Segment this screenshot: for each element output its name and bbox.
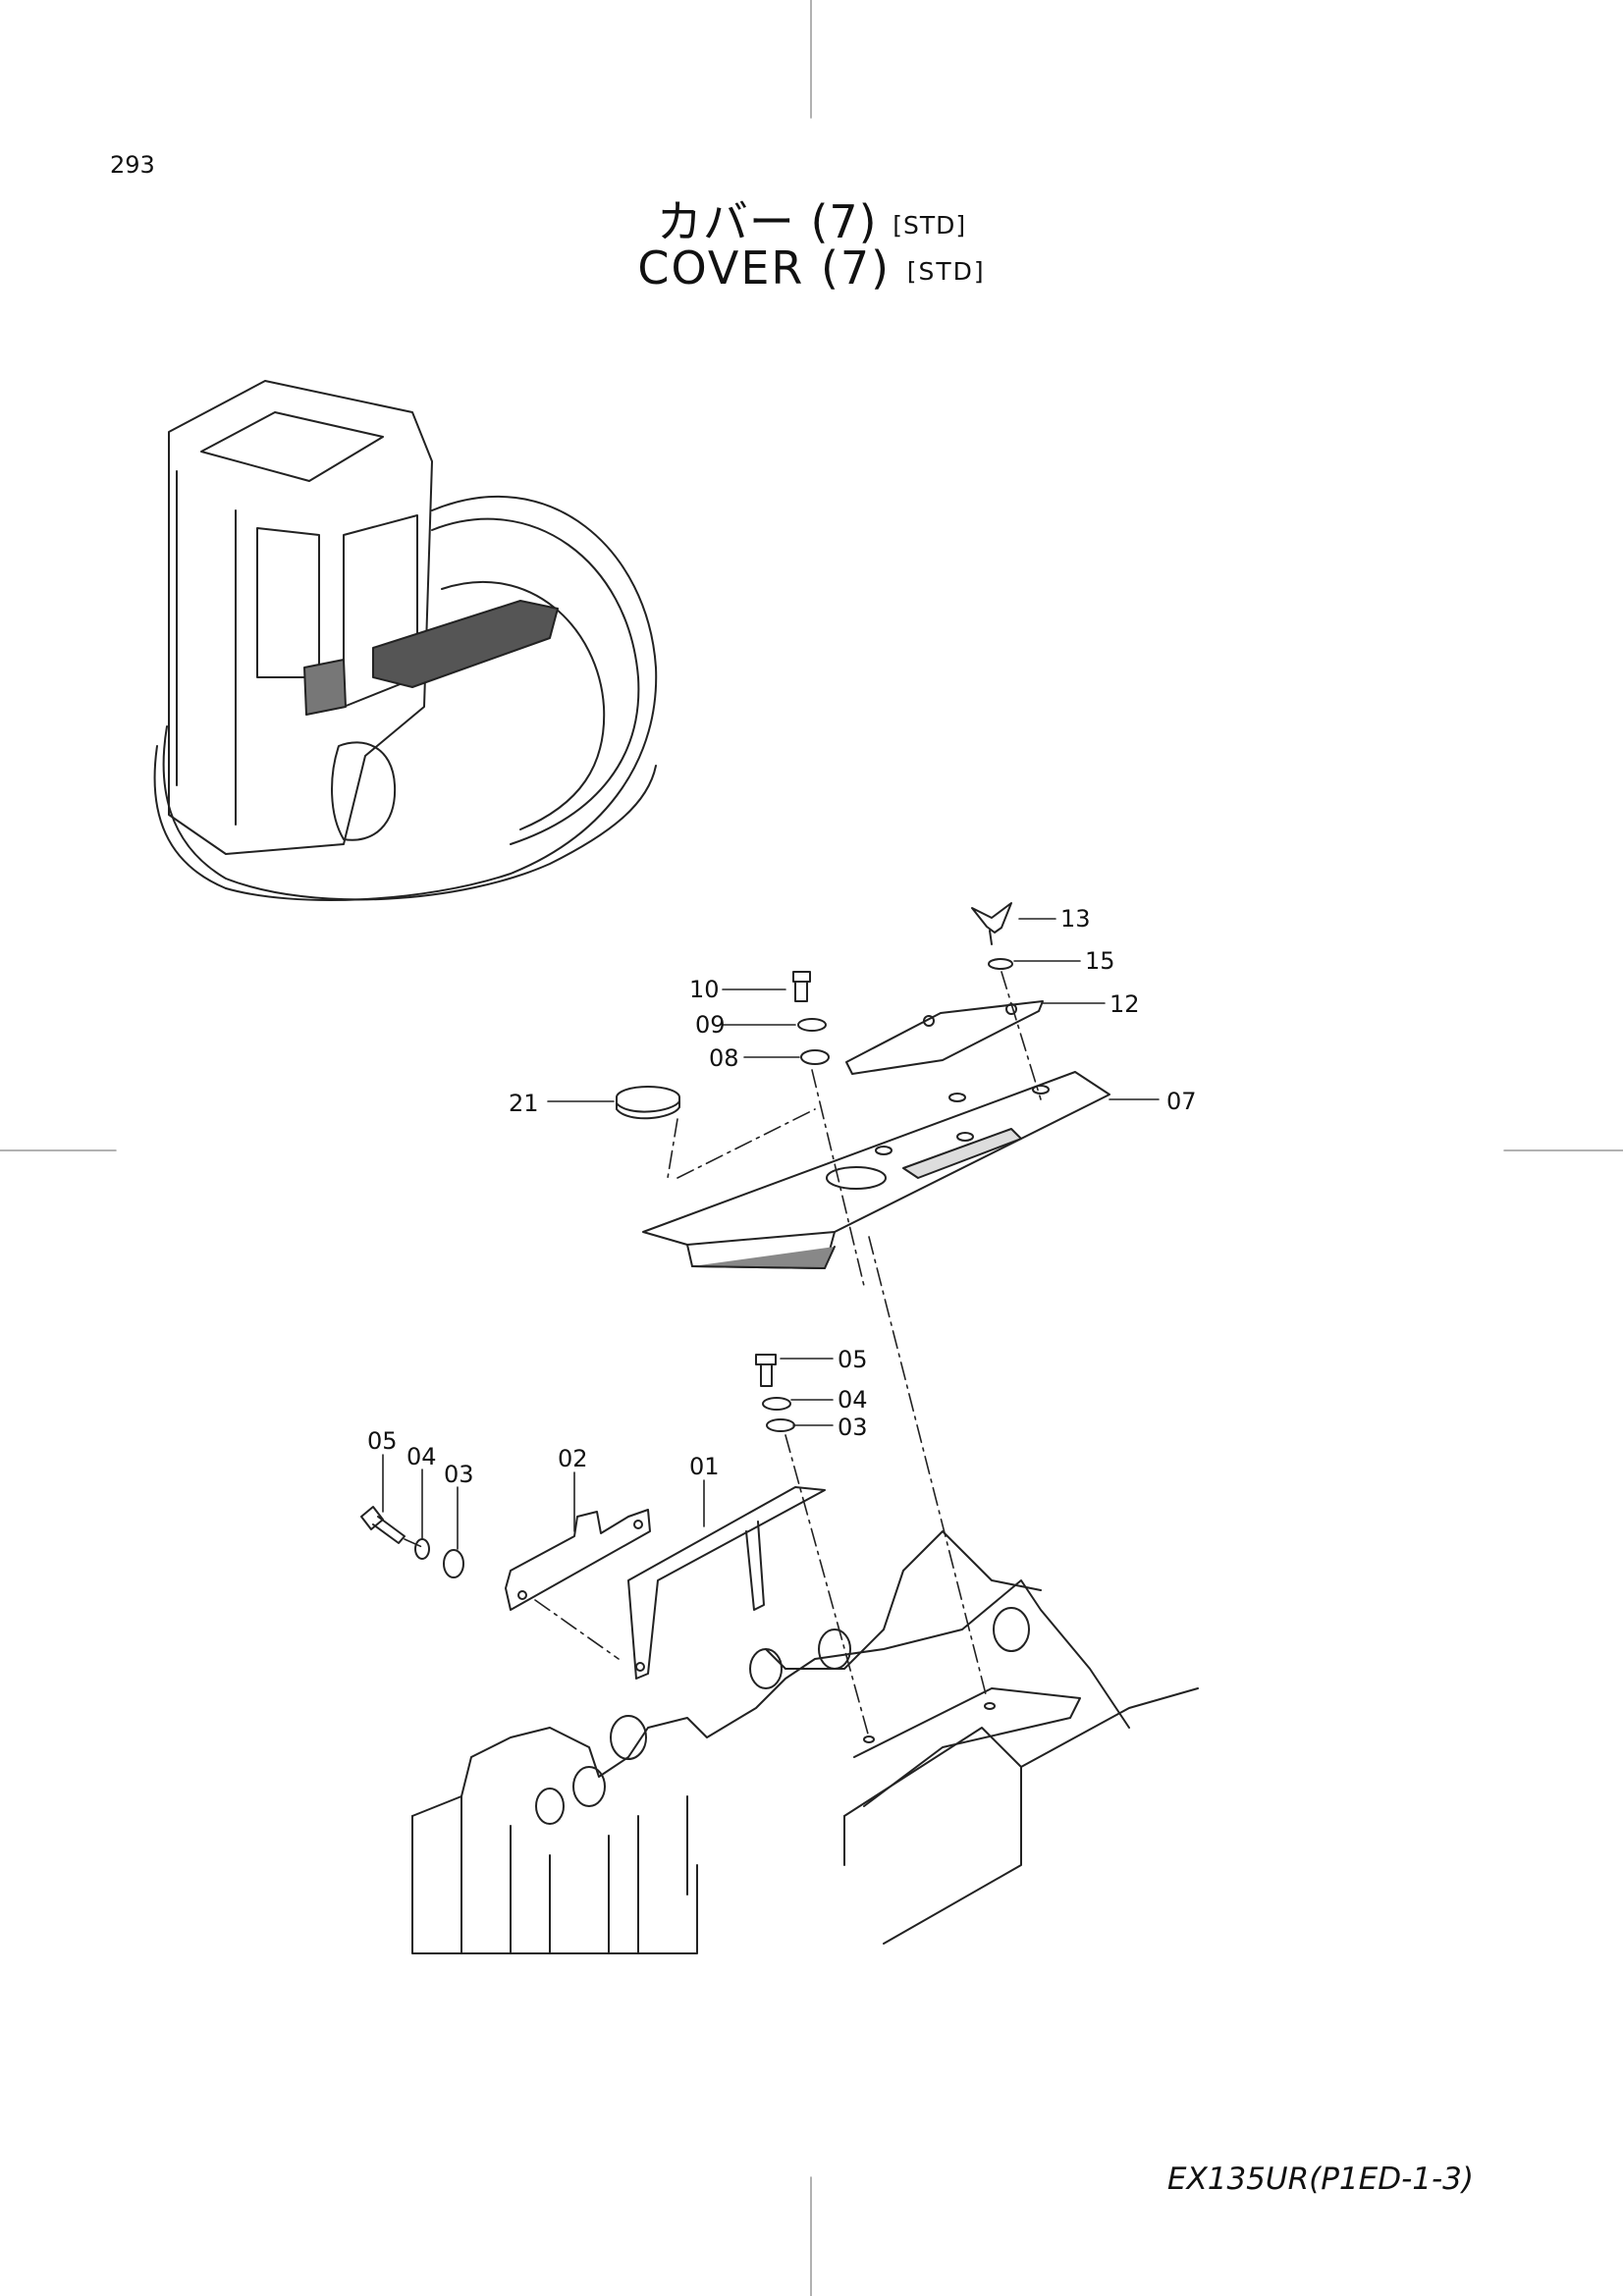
title-en-tag: [STD] <box>906 257 986 286</box>
callout-02: 02 <box>558 1445 588 1472</box>
bolt-05-upper <box>755 1354 777 1387</box>
callout-04-upper: 04 <box>838 1386 868 1414</box>
leader-lines <box>382 918 1160 1550</box>
frame-structure <box>411 1530 1199 1954</box>
bolt-10 <box>792 971 811 1002</box>
callout-07: 07 <box>1166 1088 1197 1115</box>
cap-21 <box>616 1086 680 1120</box>
callout-01: 01 <box>689 1453 720 1480</box>
callout-13: 13 <box>1060 905 1091 933</box>
callout-12: 12 <box>1109 990 1140 1018</box>
washer-04-upper <box>762 1397 791 1411</box>
title-en-qualifier: (7) <box>820 241 892 294</box>
footer-model-code: EX135UR(P1ED-1-3) <box>1166 2162 1474 2197</box>
title-english: COVER (7) [STD] <box>0 241 1623 294</box>
washer-04-left <box>414 1538 430 1560</box>
washer-03-upper <box>766 1418 795 1432</box>
callout-05-upper: 05 <box>838 1346 868 1373</box>
washer-03-left <box>443 1549 464 1578</box>
title-jp-tag: [STD] <box>893 211 967 240</box>
title-en-text: COVER <box>637 241 805 294</box>
washer-08 <box>800 1049 830 1065</box>
page-number: 293 <box>110 151 155 179</box>
callout-04-left: 04 <box>406 1443 437 1470</box>
assembly-lines <box>404 971 1042 1738</box>
callout-03-upper: 03 <box>838 1414 868 1441</box>
bolt-05-left <box>360 1506 406 1544</box>
washer-15 <box>988 958 1013 970</box>
wing-nut-13 <box>971 902 1012 945</box>
callout-21: 21 <box>509 1090 539 1117</box>
title-jp-text: カバー <box>656 195 795 248</box>
callout-10: 10 <box>689 976 720 1003</box>
callout-05-left: 05 <box>367 1427 398 1455</box>
washer-09 <box>797 1018 827 1032</box>
bracket-02 <box>505 1509 651 1611</box>
cover-plate-07 <box>642 1071 1110 1269</box>
callout-03-left: 03 <box>444 1461 474 1488</box>
callout-15: 15 <box>1085 947 1115 975</box>
title-japanese: カバー (7) [STD] <box>0 187 1623 251</box>
callout-09: 09 <box>695 1011 726 1039</box>
bracket-01 <box>627 1486 826 1680</box>
title-jp-qualifier: (7) <box>810 195 878 248</box>
callout-08: 08 <box>709 1044 739 1072</box>
excavator-overview-drawing <box>153 380 658 901</box>
